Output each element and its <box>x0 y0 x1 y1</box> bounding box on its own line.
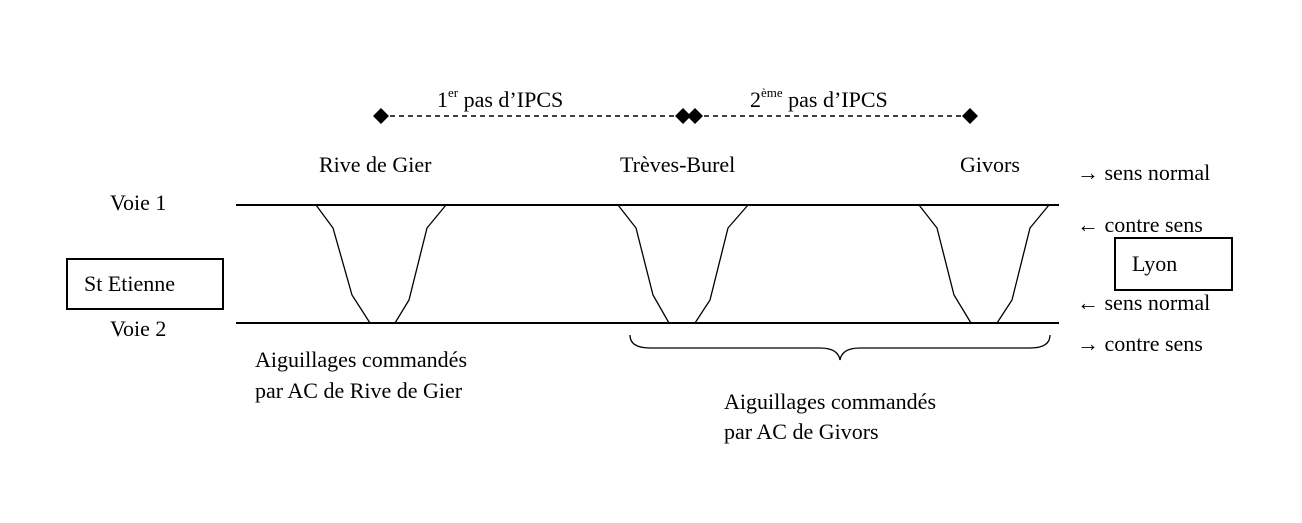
brace-givors-group <box>629 334 1051 361</box>
diamond-marker-treves-right <box>687 108 703 124</box>
diamond-marker-givors <box>962 108 978 124</box>
end-box-lyon: Lyon <box>1114 237 1233 291</box>
switch-givors-right <box>996 204 1050 324</box>
switch-treves-right <box>694 204 749 324</box>
ipcs-step2-label: 2ème pas d’IPCS <box>750 84 888 113</box>
station-rive-de-gier: Rive de Gier <box>319 152 432 177</box>
note-givors-line2: par AC de Givors <box>724 419 879 444</box>
switch-givors-left <box>918 204 972 324</box>
direction-voie1-contre: ← contre sens <box>1077 212 1203 237</box>
ipcs-step1-label: 1er pas d’IPCS <box>437 84 564 113</box>
track-label-voie-2: Voie 2 <box>110 316 167 341</box>
end-box-st-etienne: St Etienne <box>66 258 224 310</box>
diamond-marker-treves-left <box>675 108 691 124</box>
station-treves-burel: Trèves-Burel <box>620 152 736 177</box>
ipcs-step2-text: pas d’IPCS <box>782 87 888 112</box>
ipcs-step1-text: pas d’IPCS <box>458 87 564 112</box>
note-rive-line1: Aiguillages commandés <box>255 347 468 372</box>
ipcs-step1-sup: er <box>448 84 459 100</box>
ipcs-step2-sup: ème <box>761 84 783 100</box>
note-givors-line1: Aiguillages commandés <box>724 389 937 414</box>
station-givors: Givors <box>960 152 1020 177</box>
direction-voie2-contre: → contre sens <box>1077 331 1203 356</box>
ipcs-step1-num: 1 <box>437 87 448 112</box>
switch-rive-right <box>394 204 447 324</box>
end-label-st-etienne: St Etienne <box>84 271 176 296</box>
note-rive-line2: par AC de Rive de Gier <box>255 378 463 403</box>
diamond-marker-rive <box>373 108 389 124</box>
end-label-lyon: Lyon <box>1132 251 1178 276</box>
direction-voie2-normal: ← sens normal <box>1077 290 1211 315</box>
ipcs-step2-num: 2 <box>750 87 761 112</box>
direction-voie1-normal: → sens normal <box>1077 160 1211 185</box>
switch-treves-left <box>617 204 670 324</box>
switch-rive-left <box>315 204 371 324</box>
track-label-voie-1: Voie 1 <box>110 190 167 215</box>
